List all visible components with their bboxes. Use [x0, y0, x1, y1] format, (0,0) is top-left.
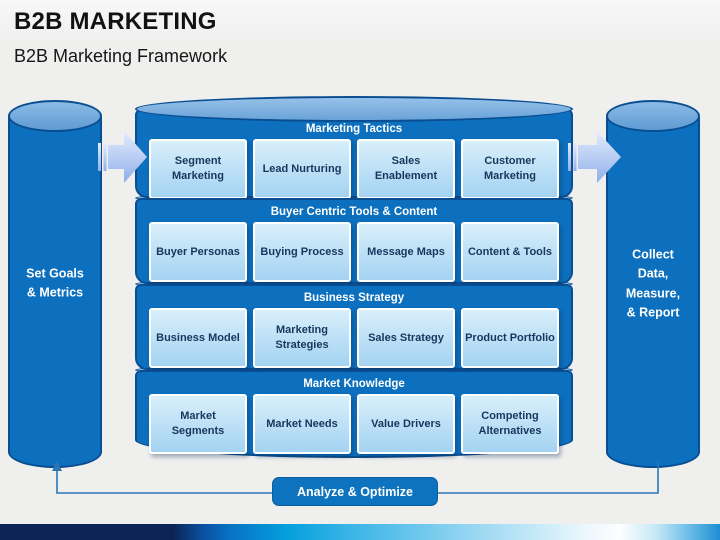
band-business-strategy: Business Strategy Business Model Marketi…: [135, 277, 573, 370]
band-header: Market Knowledge: [303, 378, 405, 390]
box-market-needs: Market Needs: [253, 394, 351, 454]
band-body: Market Knowledge Market Segments Market …: [135, 370, 573, 458]
box-message-maps: Message Maps: [357, 222, 455, 282]
page-title: B2B MARKETING: [14, 8, 217, 35]
striped-right-arrow-icon-left: [98, 131, 147, 183]
cylinder-top-ellipse: [606, 100, 700, 132]
box-buying-process: Buying Process: [253, 222, 351, 282]
bottom-gradient-bar: [0, 524, 720, 540]
band-marketing-tactics: Marketing Tactics Segment Marketing Lead…: [135, 96, 573, 199]
collect-data-cylinder: Collect Data, Measure, & Report: [606, 100, 700, 468]
analyze-optimize-shape: Analyze & Optimize: [272, 477, 438, 506]
box-buyer-personas: Buyer Personas: [149, 222, 247, 282]
collect-data-label: Collect Data, Measure, & Report: [625, 247, 681, 320]
band-header: Marketing Tactics: [305, 123, 403, 135]
band-market-knowledge: Market Knowledge Market Segments Market …: [135, 363, 573, 458]
band-box-row: Buyer Personas Buying Process Message Ma…: [137, 218, 571, 282]
band-body: Business Strategy Business Model Marketi…: [135, 284, 573, 370]
box-content-tools: Content & Tools: [461, 222, 559, 282]
page-subtitle: B2B Marketing Framework: [14, 46, 228, 66]
set-goals-label: Set Goals & Metrics: [26, 266, 84, 300]
box-value-drivers: Value Drivers: [357, 394, 455, 454]
cylinder-top-ellipse: [8, 100, 102, 132]
striped-right-arrow-icon-right: [568, 131, 621, 183]
box-marketing-strategies: Marketing Strategies: [253, 308, 351, 368]
band-buyer-centric-tools: Buyer Centric Tools & Content Buyer Pers…: [135, 191, 573, 284]
box-lead-nurturing: Lead Nurturing: [253, 139, 351, 199]
box-sales-enablement: Sales Enablement: [357, 139, 455, 199]
box-sales-strategy: Sales Strategy: [357, 308, 455, 368]
band-box-row: Segment Marketing Lead Nurturing Sales E…: [137, 135, 571, 199]
band-header: Business Strategy: [303, 292, 405, 304]
band-body: Buyer Centric Tools & Content Buyer Pers…: [135, 198, 573, 284]
band-box-row: Market Segments Market Needs Value Drive…: [137, 390, 571, 454]
band-top-ellipse: [135, 96, 573, 122]
box-competing-alternatives: Competing Alternatives: [461, 394, 559, 454]
set-goals-cylinder: Set Goals & Metrics: [8, 100, 102, 468]
band-header: Buyer Centric Tools & Content: [270, 206, 438, 218]
box-segment-marketing: Segment Marketing: [149, 139, 247, 199]
box-business-model: Business Model: [149, 308, 247, 368]
box-product-portfolio: Product Portfolio: [461, 308, 559, 368]
band-body: Marketing Tactics Segment Marketing Lead…: [135, 109, 573, 199]
cylinder-body: [8, 114, 102, 468]
band-box-row: Business Model Marketing Strategies Sale…: [137, 304, 571, 368]
cylinder-body: [606, 114, 700, 468]
box-customer-marketing: Customer Marketing: [461, 139, 559, 199]
box-market-segments: Market Segments: [149, 394, 247, 454]
